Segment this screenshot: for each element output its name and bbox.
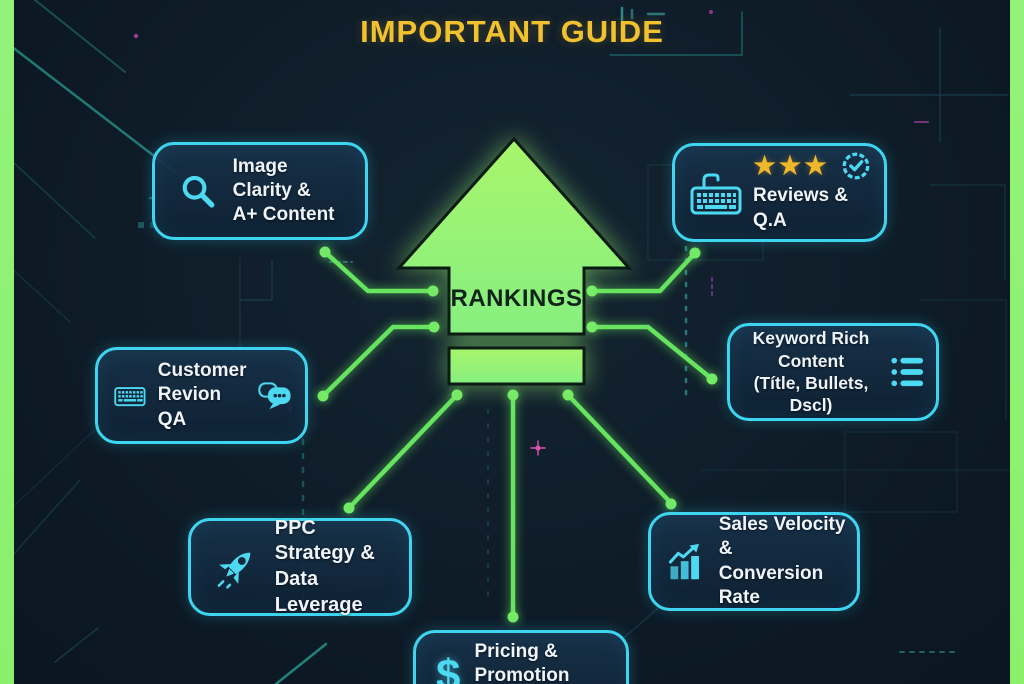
frame-border-right [1010,0,1024,684]
card-image-clarity: Image Clarity & A+ Content [152,142,368,240]
magnifier-icon [182,175,215,208]
rocket-icon [217,552,251,589]
card-ppc-strategy: PPC Strategy & Data Leverage [188,516,412,618]
connector-lines [317,246,718,623]
card-customer-reviews: Customer Revion QA [95,347,308,444]
card-label: Customer Revion QA [158,359,247,432]
card-label-line1: Image Clarity & [232,155,311,201]
card-label: Keyword Rich Content (Títle, Bullets, Ds… [740,327,882,417]
card-label-line2: Data Leverage [274,568,363,616]
growth-chart-icon [668,543,699,579]
star-rating-icon: ★★★ [753,151,830,180]
connector-image-clarity [322,249,436,294]
bullet-list-icon [891,357,924,387]
card-label-line1: PPC Strategy & [274,516,375,565]
card-label-line1: Pricing & Promotion [474,640,570,684]
card-label: Reviews & Q.A [753,185,849,231]
card-label-line1: Customer [157,360,247,382]
card-pricing-promotion: $ Pricing & Promotion Strategy [413,630,629,684]
card-label-line1: Sales Velocity & [718,513,846,560]
frame-border-left [0,0,14,684]
rankings-label: RANKINGS [450,285,583,312]
card-label-line2: (Títle, Bullets, Dscl) [753,373,869,416]
keyboard-icon [114,386,146,406]
dollar-icon: $ [436,651,461,684]
reviews-top-row: ★★★ [753,150,872,182]
card-keyword-content: Keyword Rich Content (Títle, Bullets, Ds… [727,323,939,421]
arrow-base-block [447,346,586,386]
card-label: Image Clarity & A+ Content [233,155,351,228]
card-reviews: ★★★ Reviews & Q.A [672,143,887,242]
card-label: Pricing & Promotion Strategy [474,640,616,684]
card-content: ★★★ Reviews & Q.A [753,150,872,233]
connector-customer [320,324,437,399]
card-label: PPC Strategy & Data Leverage [275,516,399,618]
card-label-line2: Conversion Rate [718,562,824,608]
badge-check-icon [842,152,870,180]
page-title: IMPORTANT GUIDE [360,14,664,49]
connector-reviews [589,250,698,294]
card-label-line1: Keyword Rich Content [752,328,870,371]
connector-sales [565,392,674,506]
keyboard-icon [690,173,742,214]
chat-bubbles-icon [258,381,292,409]
connector-ppc [346,392,460,511]
card-sales-velocity: Sales Velocity & Conversion Rate [648,512,860,611]
rankings-arrow [395,136,633,386]
connector-keyword [589,324,715,382]
card-label-line2: A+ Content [232,204,335,226]
card-label-line2: Revion QA [157,384,222,430]
card-label: Sales Velocity & Conversion Rate [719,513,849,610]
